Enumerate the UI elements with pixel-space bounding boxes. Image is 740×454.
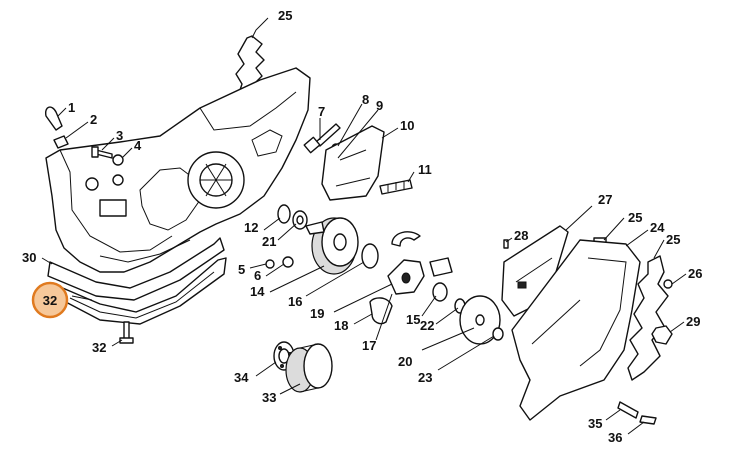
part-12-washer	[277, 204, 291, 224]
callout-26[interactable]: 25	[628, 210, 642, 225]
callout-29[interactable]: 28	[514, 228, 528, 243]
part-17-clutch-carrier	[387, 259, 425, 295]
callout-19[interactable]: 19	[310, 306, 324, 321]
part-27-nut	[663, 279, 673, 289]
callout-30[interactable]: 29	[686, 314, 700, 329]
part-21-bearing	[292, 210, 308, 230]
part-20-pulley-disc	[459, 295, 501, 345]
part-16-clutch-drum	[305, 217, 359, 275]
callout-6[interactable]: 6	[254, 268, 261, 283]
part-29-screw	[503, 239, 509, 249]
callout-14[interactable]: 14	[250, 284, 265, 299]
part-33-screw	[119, 321, 134, 344]
part-15-spring	[429, 257, 453, 302]
callout-9[interactable]: 9	[376, 98, 383, 113]
callout-31[interactable]: 30	[22, 250, 36, 265]
callout-28[interactable]: 27	[598, 192, 612, 207]
callout-25-top[interactable]: 25	[278, 8, 292, 23]
part-34-pulley-drum	[285, 343, 333, 393]
callout-5[interactable]: 5	[238, 262, 245, 277]
callout-33[interactable]: 32	[92, 340, 106, 355]
callout-20[interactable]: 20	[398, 354, 412, 369]
callouts: 25 1 2 3 4 7 8 9 10 11 12 21 5 6 14 16 1…	[22, 8, 702, 445]
part-36-pin	[617, 401, 639, 419]
callout-32[interactable]: 32	[43, 293, 57, 308]
part-5-washer	[265, 259, 275, 269]
part-25-gasket-side	[627, 255, 669, 381]
part-3-screw	[91, 146, 113, 159]
callout-32-highlighted[interactable]: 32	[31, 281, 69, 319]
part-14-washer	[361, 243, 379, 269]
callout-7[interactable]: 7	[318, 104, 325, 119]
part-19-clutch-shoe	[391, 231, 421, 247]
callout-22[interactable]: 22	[420, 318, 434, 333]
part-10-guard-plate	[321, 125, 385, 201]
part-24-cutter-cover	[511, 239, 641, 421]
leader-lines	[41, 17, 687, 435]
part-23-nut	[492, 327, 504, 341]
callout-27[interactable]: 26	[688, 266, 702, 281]
part-6-nut	[282, 256, 294, 268]
callout-11[interactable]: 11	[418, 162, 432, 177]
callout-34[interactable]: 33	[262, 390, 276, 405]
part-11-stud	[379, 179, 413, 195]
callout-1[interactable]: 1	[68, 100, 75, 115]
callout-18[interactable]: 18	[334, 318, 348, 333]
callout-24[interactable]: 24	[650, 220, 665, 235]
part-31-gasket	[47, 237, 225, 301]
callout-16[interactable]: 16	[288, 294, 302, 309]
part-2-plug	[53, 135, 69, 149]
part-1-hose	[44, 106, 63, 131]
callout-25-side[interactable]: 25	[666, 232, 680, 247]
part-7-bolt	[303, 123, 341, 154]
callout-36[interactable]: 35	[588, 416, 602, 431]
crankcase-housing	[45, 67, 311, 273]
part-4-nut	[112, 154, 124, 166]
highlight-ring	[31, 281, 69, 319]
part-30-nut	[651, 325, 673, 345]
callout-21[interactable]: 21	[262, 234, 276, 249]
callout-23[interactable]: 23	[418, 370, 432, 385]
callout-12[interactable]: 12	[244, 220, 258, 235]
callout-4[interactable]: 4	[134, 138, 142, 153]
callout-10[interactable]: 10	[400, 118, 414, 133]
callout-35[interactable]: 34	[234, 370, 249, 385]
callout-8[interactable]: 8	[362, 92, 369, 107]
part-32-oil-pan	[57, 257, 227, 325]
callout-17[interactable]: 17	[362, 338, 376, 353]
callout-2[interactable]: 2	[90, 112, 97, 127]
callout-15[interactable]: 15	[406, 312, 420, 327]
callout-3[interactable]: 3	[116, 128, 123, 143]
part-18-clutch-cover	[369, 297, 393, 325]
callout-37[interactable]: 36	[608, 430, 622, 445]
